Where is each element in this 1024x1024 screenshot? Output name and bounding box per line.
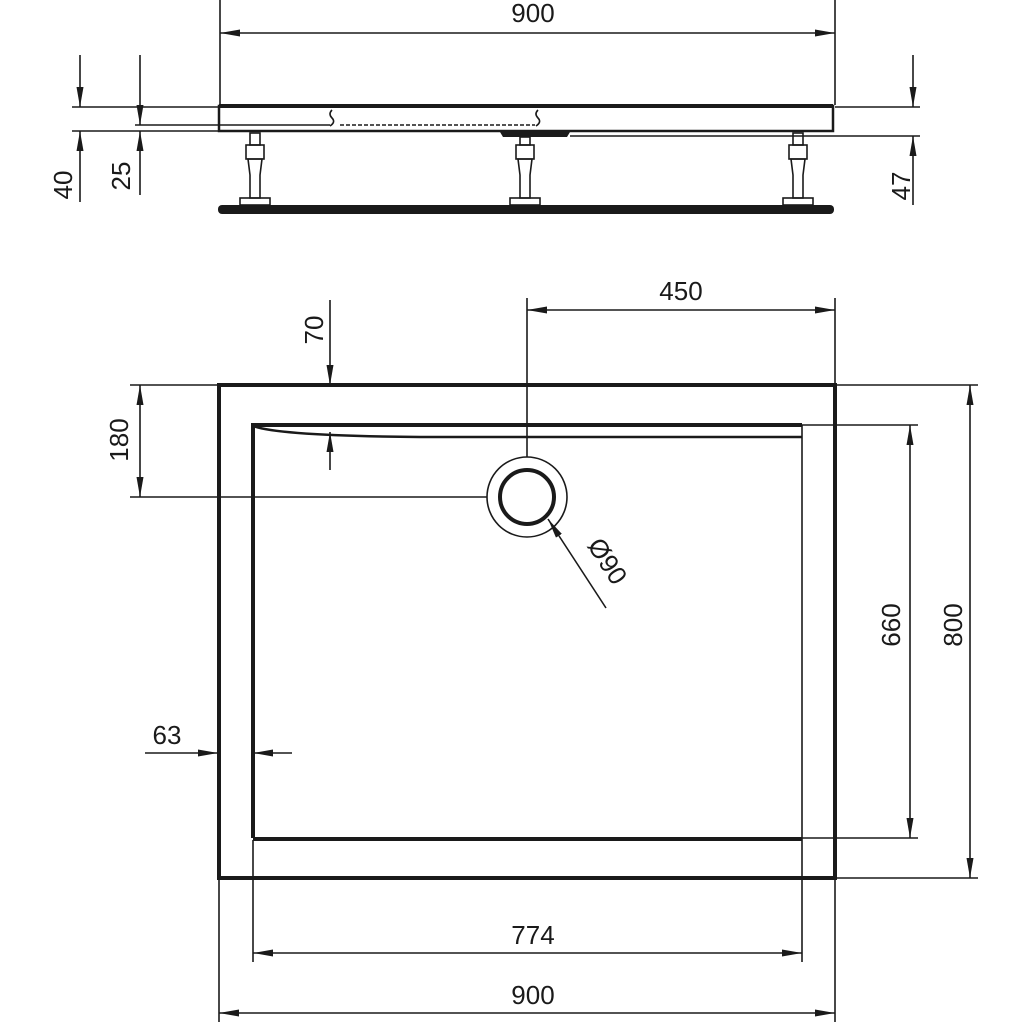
support-leg bbox=[782, 132, 814, 206]
support-leg bbox=[509, 136, 541, 206]
basin-edge bbox=[251, 423, 802, 838]
dimension-label-tray-depth: 25 bbox=[106, 162, 136, 191]
dimension-label-side-rim: 63 bbox=[153, 720, 182, 750]
drain-icon bbox=[498, 468, 556, 526]
plan-view: 450 70 180 Ø90 660 800 63 774 bbox=[104, 276, 978, 1022]
dimension-label-foot-height: 47 bbox=[886, 172, 916, 201]
dimension-label-inner-depth: 660 bbox=[876, 603, 906, 646]
dimension-label-overall-depth: 800 bbox=[938, 603, 968, 646]
basin-slope-edge bbox=[252, 424, 802, 439]
dimension-label-rim-front: 70 bbox=[299, 316, 329, 345]
tray-body-side bbox=[217, 104, 835, 133]
dimension-label-tray-height: 40 bbox=[48, 171, 78, 200]
support-leg bbox=[239, 132, 271, 206]
dimension-label-inner-width: 774 bbox=[511, 920, 554, 950]
side-view: 900 bbox=[48, 0, 920, 214]
tray-outline bbox=[217, 383, 837, 880]
drain-outlet-side bbox=[500, 132, 570, 137]
dimension-label-drain-y: 180 bbox=[104, 418, 134, 461]
dimension-label-overall-width: 900 bbox=[511, 980, 554, 1010]
break-line bbox=[535, 109, 541, 127]
dimension-label-drain-x: 450 bbox=[659, 276, 702, 306]
leader-drain-diameter bbox=[547, 518, 607, 609]
base-frame bbox=[218, 205, 834, 214]
dimension-label-width: 900 bbox=[511, 0, 554, 28]
break-line bbox=[329, 109, 335, 127]
